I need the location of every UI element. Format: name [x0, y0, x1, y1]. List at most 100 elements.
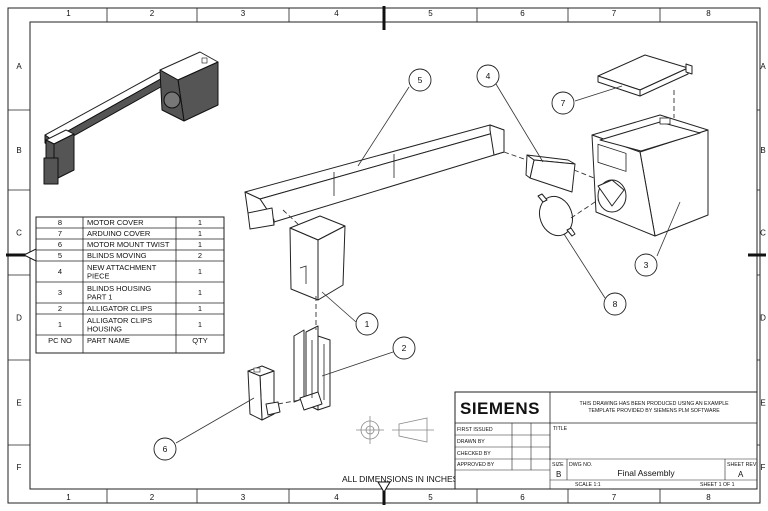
zone-column-label: 6	[520, 493, 525, 502]
zone-row-label: F	[17, 463, 22, 472]
bom-part-name: PART NAME	[87, 336, 130, 345]
leader-line-8	[563, 233, 606, 299]
approved-by-label: APPROVED BY	[457, 462, 495, 468]
leader-line-7	[574, 85, 623, 102]
zone-column-label: 2	[150, 9, 155, 18]
bom-part-name: ALLIGATOR CLIPS	[87, 316, 152, 325]
leader-line-2	[321, 351, 394, 377]
balloon-number-3: 3	[644, 260, 649, 270]
bom-part-name: BLINDS HOUSING	[87, 284, 151, 293]
bom-pc-no: 8	[58, 218, 62, 227]
bom-part-name: MOTOR MOUNT TWIST	[87, 240, 170, 249]
part-7-arduino-cover	[597, 54, 693, 97]
zone-column-label: 6	[520, 9, 525, 18]
part-3-blinds-housing	[591, 114, 709, 237]
leader-line-1	[321, 291, 357, 323]
bom-pc-no: 7	[58, 229, 62, 238]
zone-row-label: A	[760, 62, 766, 71]
zone-row-label: B	[16, 146, 21, 155]
zone-column-label: 5	[428, 493, 433, 502]
zone-column-label: 2	[150, 493, 155, 502]
zone-column-label: 4	[334, 493, 339, 502]
disclaimer-line-2: TEMPLATE PROVIDED BY SIEMENS PLM SOFTWAR…	[588, 408, 720, 414]
bom-qty: 1	[198, 288, 202, 297]
bom-pc-no: 2	[58, 304, 62, 313]
bom-pc-no: 5	[58, 251, 62, 260]
bom-pc-no: PC NO	[48, 336, 72, 345]
bom-part-name: ARDUINO COVER	[87, 229, 151, 238]
bom-part-name: PIECE	[87, 272, 110, 281]
dimensions-note: ALL DIMENSIONS IN INCHES	[342, 474, 459, 484]
zone-row-label: E	[760, 399, 765, 408]
balloon-number-2: 2	[402, 343, 407, 353]
bom-pc-no: 3	[58, 288, 62, 297]
zone-column-label: 5	[428, 9, 433, 18]
scale-text: SCALE 1:1	[575, 482, 601, 488]
bom-part-name: PART 1	[87, 293, 112, 302]
zone-column-label: 3	[241, 9, 246, 18]
leader-line-3	[656, 201, 681, 257]
zone-row-label: D	[760, 314, 766, 323]
assembled-view	[43, 51, 219, 185]
zone-column-label: 1	[66, 493, 71, 502]
drawing-title: Final Assembly	[617, 468, 675, 478]
balloon-number-5: 5	[418, 75, 423, 85]
leader-line-5	[357, 86, 410, 167]
projection-symbol	[356, 416, 434, 444]
bom-part-name: HOUSING	[87, 325, 122, 334]
bom-pc-no: 4	[58, 267, 62, 276]
leader-line-4	[495, 83, 544, 163]
bom-pc-no: 6	[58, 240, 62, 249]
balloon-3	[634, 253, 658, 277]
zone-column-label: 8	[706, 9, 711, 18]
drawn-by-label: DRAWN BY	[457, 439, 485, 445]
zone-column-label: 7	[612, 493, 617, 502]
balloon-number-4: 4	[486, 71, 491, 81]
sheet-rev-value: A	[738, 470, 744, 479]
dwg-no-label: DWG NO.	[569, 462, 592, 468]
balloon-2	[392, 336, 416, 360]
bom-qty: 1	[198, 229, 202, 238]
part-4-attachment	[525, 154, 576, 193]
zone-row-label: C	[16, 229, 22, 238]
zone-column-label: 4	[334, 9, 339, 18]
zone-column-label: 8	[706, 493, 711, 502]
zone-row-label: A	[16, 62, 22, 71]
first-issued-label: FIRST ISSUED	[457, 427, 493, 433]
zone-row-label: D	[16, 314, 22, 323]
part-8-motor-cover	[537, 193, 576, 237]
title-block: SIEMENS THIS DRAWING HAS BEEN PRODUCED U…	[454, 391, 758, 490]
title-label: TITLE	[553, 426, 568, 432]
checked-by-label: CHECKED BY	[457, 451, 491, 457]
balloon-5	[408, 68, 432, 92]
zone-row-label: C	[760, 229, 766, 238]
leader-line-6	[175, 397, 255, 444]
bom-part-name: NEW ATTACHMENT	[87, 263, 157, 272]
balloon-number-6: 6	[163, 444, 168, 454]
bom-pc-no: 1	[58, 320, 62, 329]
siemens-logo: SIEMENS	[460, 399, 540, 418]
zone-row-label: B	[760, 146, 765, 155]
balloon-8	[603, 292, 627, 316]
balloon-7	[551, 91, 575, 115]
bom-part-name: ALLIGATOR CLIPS	[87, 304, 152, 313]
balloon-number-1: 1	[365, 319, 370, 329]
bom-qty: QTY	[192, 336, 207, 345]
size-label: SIZE	[552, 462, 564, 468]
balloon-number-7: 7	[561, 98, 566, 108]
bottom-arrow-mark	[377, 481, 391, 493]
bom-qty: 1	[198, 320, 202, 329]
bom-qty: 1	[198, 267, 202, 276]
disclaimer-line-1: THIS DRAWING HAS BEEN PRODUCED USING AN …	[579, 401, 729, 407]
explode-lines	[277, 90, 675, 405]
bom-qty: 1	[198, 240, 202, 249]
zone-row-label: F	[761, 463, 766, 472]
zone-column-label: 3	[241, 493, 246, 502]
zone-row-label: E	[16, 399, 21, 408]
sheet-rev-label: SHEET REV	[727, 462, 757, 468]
zone-column-label: 1	[66, 9, 71, 18]
